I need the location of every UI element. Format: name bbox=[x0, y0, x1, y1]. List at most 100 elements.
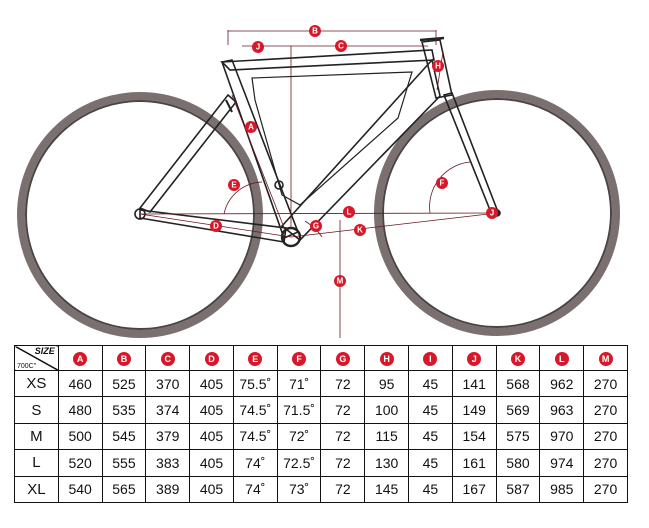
table-cell: 45 bbox=[408, 475, 453, 504]
table-cell: 74˚ bbox=[232, 449, 278, 477]
table-cell: 565 bbox=[101, 475, 147, 504]
table-header-row: SIZE 700C" A B C D E F G H I J K L M bbox=[14, 345, 628, 371]
size-cell: XL bbox=[14, 475, 59, 504]
table-cell: 370 bbox=[145, 369, 191, 398]
column-header: K bbox=[495, 345, 541, 371]
frame bbox=[134, 36, 501, 248]
column-header: F bbox=[276, 345, 322, 371]
table-cell: 545 bbox=[101, 422, 147, 451]
column-header: M bbox=[583, 345, 628, 371]
table-cell: 72 bbox=[320, 369, 366, 398]
table-cell: 525 bbox=[101, 369, 147, 398]
table-cell: 974 bbox=[539, 449, 585, 477]
column-badge: H bbox=[379, 352, 394, 367]
rear-wheel bbox=[17, 92, 263, 338]
table-cell: 568 bbox=[495, 369, 541, 398]
column-badge: J bbox=[467, 352, 482, 367]
svg-text:B: B bbox=[312, 27, 318, 36]
table-cell: 72 bbox=[320, 422, 366, 451]
column-badge: G bbox=[335, 352, 350, 367]
table-cell: 154 bbox=[451, 422, 497, 451]
svg-text:G: G bbox=[313, 222, 319, 231]
svg-text:K: K bbox=[357, 226, 363, 235]
table-cell: 962 bbox=[539, 369, 585, 398]
svg-text:F: F bbox=[440, 179, 445, 188]
wheel-size-label: 700C" bbox=[17, 363, 37, 370]
table-cell: 270 bbox=[583, 475, 628, 504]
svg-text:J: J bbox=[256, 43, 260, 52]
table-cell: 270 bbox=[583, 449, 628, 477]
column-header: G bbox=[320, 345, 366, 371]
table-cell: 72 bbox=[320, 475, 366, 504]
table-cell: 167 bbox=[451, 475, 497, 504]
badge-B: B bbox=[309, 25, 321, 37]
column-header: H bbox=[364, 345, 410, 371]
table-row: XL 540 565 389 405 74˚ 73˚ 72 145 45 167… bbox=[14, 475, 628, 504]
table-cell: 535 bbox=[101, 396, 147, 424]
column-header: J bbox=[451, 345, 497, 371]
table-cell: 130 bbox=[364, 449, 410, 477]
table-cell: 45 bbox=[408, 449, 453, 477]
table-cell: 405 bbox=[189, 449, 234, 477]
badge-A: A bbox=[245, 121, 257, 133]
column-header: D bbox=[189, 345, 234, 371]
table-cell: 72 bbox=[320, 396, 366, 424]
svg-text:E: E bbox=[231, 181, 237, 190]
table-cell: 480 bbox=[57, 396, 103, 424]
table-cell: 74.5˚ bbox=[232, 422, 278, 451]
column-badge: K bbox=[510, 352, 525, 367]
svg-text:D: D bbox=[213, 222, 219, 231]
table-row: M 500 545 379 405 74.5˚ 72˚ 72 115 45 15… bbox=[14, 422, 628, 451]
table-cell: 270 bbox=[583, 422, 628, 451]
geometry-table: SIZE 700C" A B C D E F G H I J K L M XS … bbox=[14, 345, 628, 504]
column-badge: L bbox=[554, 352, 569, 367]
badge-D: D bbox=[210, 220, 222, 232]
table-cell: 115 bbox=[364, 422, 410, 451]
table-cell: 71.5˚ bbox=[276, 396, 322, 424]
table-cell: 270 bbox=[583, 369, 628, 398]
dimension-badges: B C J H A E F L J D G K M bbox=[210, 25, 498, 287]
badge-K: K bbox=[354, 224, 366, 236]
table-cell: 389 bbox=[145, 475, 191, 504]
column-header: L bbox=[539, 345, 585, 371]
size-header-cell: SIZE 700C" bbox=[14, 345, 59, 371]
badge-E: E bbox=[228, 179, 240, 191]
table-cell: 405 bbox=[189, 369, 234, 398]
column-header: I bbox=[408, 345, 453, 371]
svg-text:M: M bbox=[337, 277, 344, 286]
table-cell: 379 bbox=[145, 422, 191, 451]
badge-J: J bbox=[486, 207, 498, 219]
table-cell: 45 bbox=[408, 422, 453, 451]
column-badge: C bbox=[160, 352, 175, 367]
column-header: C bbox=[145, 345, 191, 371]
badge-C: C bbox=[335, 40, 347, 52]
table-cell: 72 bbox=[320, 449, 366, 477]
table-cell: 374 bbox=[145, 396, 191, 424]
badge-M: M bbox=[334, 275, 346, 287]
svg-text:A: A bbox=[248, 123, 254, 132]
svg-text:C: C bbox=[338, 42, 344, 51]
size-cell: L bbox=[14, 449, 59, 477]
column-badge: B bbox=[116, 352, 131, 367]
table-cell: 149 bbox=[451, 396, 497, 424]
table-cell: 141 bbox=[451, 369, 497, 398]
size-label: SIZE bbox=[34, 346, 55, 356]
table-row: L 520 555 383 405 74˚ 72.5˚ 72 130 45 16… bbox=[14, 449, 628, 477]
table-cell: 72.5˚ bbox=[276, 449, 322, 477]
table-cell: 72˚ bbox=[276, 422, 322, 451]
table-cell: 100 bbox=[364, 396, 410, 424]
table-cell: 74˚ bbox=[232, 475, 278, 504]
table-cell: 270 bbox=[583, 396, 628, 424]
column-badge: A bbox=[73, 352, 88, 367]
table-cell: 587 bbox=[495, 475, 541, 504]
table-cell: 460 bbox=[57, 369, 103, 398]
table-cell: 73˚ bbox=[276, 475, 322, 504]
table-cell: 75.5˚ bbox=[232, 369, 278, 398]
table-cell: 405 bbox=[189, 475, 234, 504]
table-cell: 575 bbox=[495, 422, 541, 451]
column-badge: D bbox=[204, 352, 219, 367]
table-cell: 985 bbox=[539, 475, 585, 504]
svg-text:L: L bbox=[347, 208, 352, 217]
table-cell: 145 bbox=[364, 475, 410, 504]
column-badge: F bbox=[292, 352, 307, 367]
